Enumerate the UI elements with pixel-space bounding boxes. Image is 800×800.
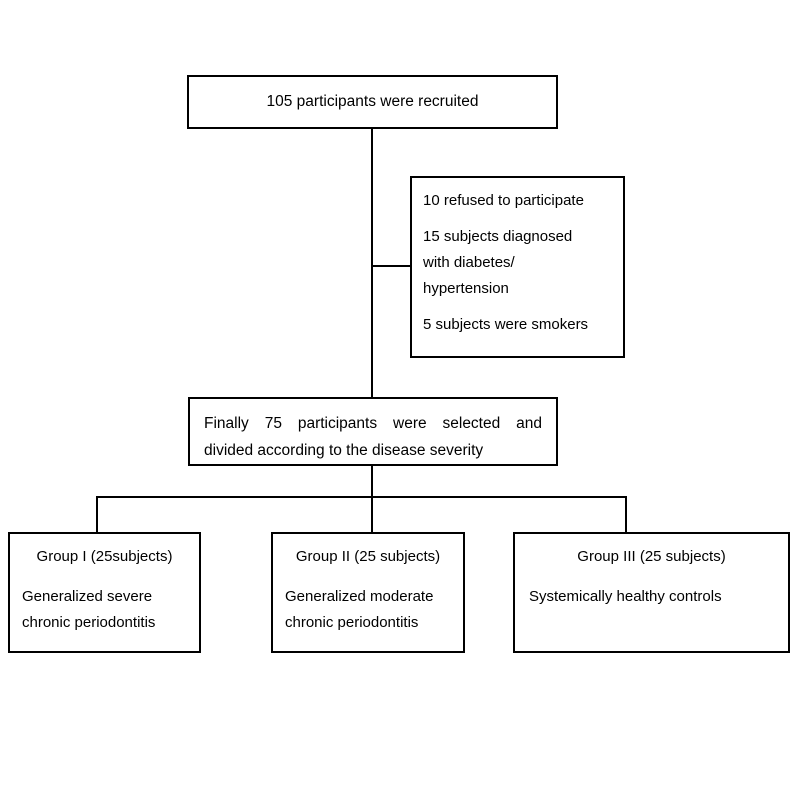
exclusion-spacer-1 xyxy=(423,214,623,224)
group-2-body: Generalized moderate chronic periodontit… xyxy=(273,568,463,636)
group-1-body-line1: Generalized severe xyxy=(22,588,153,605)
exclusion-item-refused: 10 refused to participate xyxy=(423,192,584,209)
connector-selected-to-branch xyxy=(371,466,373,498)
connector-trunk-recruited-to-selected xyxy=(371,128,373,398)
node-selected: Finally 75 participants were selected an… xyxy=(188,397,558,466)
exclusion-spacer-2 xyxy=(423,302,623,312)
group-1-title: Group I (25subjects) xyxy=(36,548,173,565)
exclusion-item-diagnosed-line2: with diabetes/ xyxy=(423,254,515,271)
group-1-body: Generalized severe chronic periodontitis xyxy=(10,568,199,636)
connector-stub-to-exclusions xyxy=(371,265,412,267)
group-2-body-line1: Generalized moderate xyxy=(285,588,434,605)
group-1-body-line2: chronic periodontitis xyxy=(22,614,156,631)
group-3-body-line1: Systemically healthy controls xyxy=(529,588,722,605)
node-exclusions: 10 refused to participate 15 subjects di… xyxy=(410,176,625,358)
group-3-title: Group III (25 subjects) xyxy=(577,548,726,565)
selected-text-line2: divided according to the disease severit… xyxy=(204,442,484,459)
connector-drop-group-1 xyxy=(96,496,98,534)
node-recruited: 105 participants were recruited xyxy=(187,75,558,129)
exclusion-item-diagnosed-line3: hypertension xyxy=(423,280,509,297)
group-3-body: Systemically healthy controls xyxy=(515,568,788,610)
connector-branch-bar xyxy=(96,496,627,498)
node-group-1: Group I (25subjects) Generalized severe … xyxy=(8,532,201,653)
node-group-2: Group II (25 subjects) Generalized moder… xyxy=(271,532,465,653)
connector-drop-group-3 xyxy=(625,496,627,534)
group-2-body-line2: chronic periodontitis xyxy=(285,614,419,631)
group-2-title: Group II (25 subjects) xyxy=(295,548,441,565)
recruited-text: 105 participants were recruited xyxy=(266,93,479,110)
connector-drop-group-2 xyxy=(371,496,373,534)
selected-text-line1: Finally 75 participants were selected an… xyxy=(204,415,542,432)
node-group-3: Group III (25 subjects) Systemically hea… xyxy=(513,532,790,653)
exclusion-item-smokers: 5 subjects were smokers xyxy=(423,316,589,333)
exclusion-item-diagnosed-line1: 15 subjects diagnosed xyxy=(423,228,573,245)
